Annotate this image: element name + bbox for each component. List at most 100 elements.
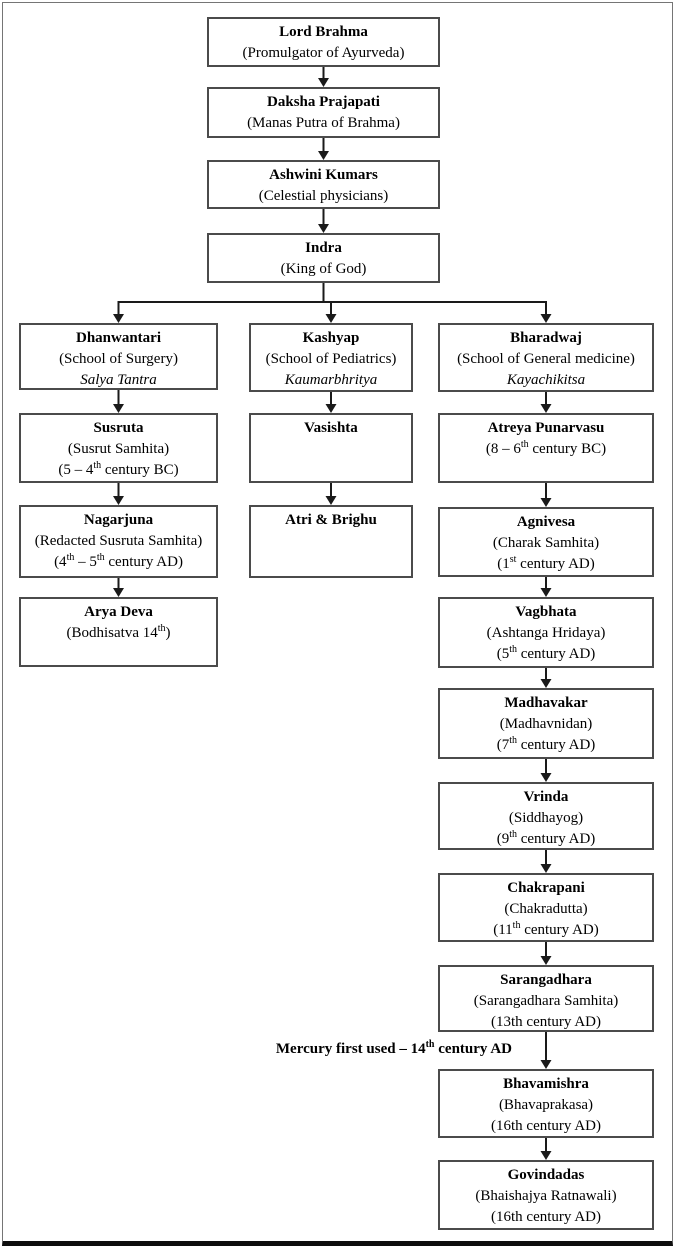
text-segment: Ashwini Kumars — [269, 167, 378, 183]
arrowhead-icon — [540, 679, 552, 688]
text-segment: Arya Deva — [84, 604, 153, 620]
node-subtitle: (Susrut Samhita) — [21, 439, 216, 460]
text-segment: century AD) — [520, 922, 599, 938]
node-nagarjuna: Nagarjuna (Redacted Susruta Samhita) (4th … — [19, 505, 218, 578]
text-segment: (Ashtanga Hridaya) — [486, 625, 606, 641]
node-title: Dhanwantari — [21, 328, 216, 349]
node-title: Madhavakar — [440, 693, 652, 714]
text-segment: Susruta — [93, 420, 144, 436]
text-segment: Chakrapani — [507, 880, 585, 896]
node-subtitle: (1st century AD) — [440, 554, 652, 575]
text-segment: (7 — [496, 737, 510, 753]
node-arya-deva: Arya Deva (Bodhisatva 14th) — [19, 597, 218, 667]
node-subtitle: (Bhaishajya Ratnawali) — [440, 1186, 652, 1207]
node-subtitle: (11th century AD) — [440, 920, 652, 941]
text-segment: century AD) — [516, 646, 596, 662]
node-title: Lord Brahma — [209, 22, 438, 43]
text-segment: (Madhavnidan) — [499, 716, 593, 732]
node-chakrapani: Chakrapani (Chakradutta) (11th century AD) — [438, 873, 654, 942]
ordinal-superscript: th — [157, 623, 166, 634]
text-segment: Vasishta — [304, 420, 358, 436]
arrowhead-icon — [540, 773, 552, 782]
text-segment: Kaumarbhritya — [284, 372, 378, 388]
node-title: Nagarjuna — [21, 510, 216, 531]
arrowhead-icon — [540, 498, 552, 507]
node-title: Atri & Brighu — [251, 510, 411, 531]
node-subtitle: (16th century AD) — [440, 1207, 652, 1228]
text-segment: Dhanwantari — [75, 330, 161, 346]
text-segment: (King of God) — [280, 261, 367, 277]
arrowhead-icon — [318, 224, 329, 233]
node-atreya-punarvasu: Atreya Punarvasu (8 – 6th century BC) — [438, 413, 654, 483]
node-ashwini-kumars: Ashwini Kumars(Celestial physicians) — [207, 160, 440, 209]
node-subtitle: (Chakradutta) — [440, 899, 652, 920]
text-segment: Govindadas — [507, 1167, 585, 1183]
node-dhanwantari: Dhanwantari (School of Surgery) Salya Tant… — [19, 323, 218, 390]
text-segment: (Susrut Samhita) — [67, 441, 170, 457]
text-segment: (Bodhisatva 14 — [66, 625, 158, 641]
ordinal-superscript: th — [509, 829, 517, 840]
ordinal-superscript: th — [66, 552, 75, 563]
arrowhead-icon — [325, 496, 337, 505]
ordinal-superscript: th — [520, 439, 529, 450]
text-segment: (Charak Samhita) — [492, 535, 600, 551]
text-segment: Atreya Punarvasu — [487, 420, 605, 436]
text-segment: Sarangadhara — [500, 972, 592, 988]
text-segment: (Redacted Susruta Samhita) — [34, 533, 203, 549]
node-subtitle: (8 – 6th century BC) — [440, 439, 652, 460]
text-segment: (1 — [497, 556, 510, 572]
node-subtitle: (Manas Putra of Brahma) — [209, 113, 438, 134]
node-govindadas: Govindadas (Bhaishajya Ratnawali)(16th ce… — [438, 1160, 654, 1230]
text-segment: (16th century AD) — [491, 1118, 601, 1134]
text-segment: (Siddhayog) — [508, 810, 584, 826]
text-segment: (School of Surgery) — [59, 351, 178, 367]
arrowhead-icon — [325, 314, 337, 323]
arrowhead-icon — [540, 1151, 552, 1160]
node-subtitle: (Bhavaprakasa) — [440, 1095, 652, 1116]
text-segment: (13th century AD) — [491, 1014, 601, 1030]
node-subtitle: (Bodhisatva 14th) — [21, 623, 216, 644]
ordinal-superscript: th — [96, 552, 105, 563]
node-indra: Indra (King of God) — [207, 233, 440, 283]
text-segment: century AD — [434, 1041, 512, 1057]
text-segment: (Chakradutta) — [504, 901, 588, 917]
node-madhavakar: Madhavakar(Madhavnidan)(7th century AD) — [438, 688, 654, 759]
node-subtitle: (Siddhayog) — [440, 808, 652, 829]
node-title: Agnivesa — [440, 512, 652, 533]
node-title: Chakrapani — [440, 878, 652, 899]
arrowhead-icon — [318, 151, 329, 160]
ordinal-superscript: th — [509, 644, 517, 655]
node-subtitle: (King of God) — [209, 259, 438, 280]
node-daksha-prajapati: Daksha Prajapati(Manas Putra of Brahma) — [207, 87, 440, 138]
node-title: Arya Deva — [21, 602, 216, 623]
node-subtitle: (Ashtanga Hridaya) — [440, 623, 652, 644]
text-segment: (Promulgator of Ayurveda) — [242, 45, 405, 61]
ordinal-superscript: th — [425, 1039, 435, 1050]
text-segment: (9 — [496, 831, 510, 847]
ordinal-superscript: th — [509, 735, 517, 746]
node-subtitle: (5th century AD) — [440, 644, 652, 665]
text-segment: (Bhavaprakasa) — [498, 1097, 594, 1113]
node-kashyap: Kashyap(School of Pediatrics)Kaumarbhrit… — [249, 323, 413, 392]
node-sanskrit-name: Salya Tantra — [21, 370, 216, 391]
text-segment: (School of General medicine) — [457, 351, 635, 367]
text-segment: ) — [165, 625, 171, 641]
text-segment: century BC) — [528, 441, 607, 457]
node-subtitle: (Redacted Susruta Samhita) — [21, 531, 216, 552]
node-subtitle: (Promulgator of Ayurveda) — [209, 43, 438, 64]
text-segment: Lord Brahma — [279, 24, 368, 40]
node-title: Bhavamishra — [440, 1074, 652, 1095]
node-susruta: Susruta(Susrut Samhita)(5 – 4th century … — [19, 413, 218, 483]
node-subtitle: (16th century AD) — [440, 1116, 652, 1137]
node-title: Vrinda — [440, 787, 652, 808]
node-title: Ashwini Kumars — [209, 165, 438, 186]
node-bharadwaj: Bharadwaj(School of General medicine)Kay… — [438, 323, 654, 392]
node-title: Indra — [209, 238, 438, 259]
arrowhead-icon — [113, 314, 124, 323]
text-segment: Bhavamishra — [503, 1076, 589, 1092]
node-title: Sarangadhara — [440, 970, 652, 991]
text-segment: (Sarangadhara Samhita) — [473, 993, 619, 1009]
node-title: Vasishta — [251, 418, 411, 439]
arrowhead-icon — [540, 314, 552, 323]
node-subtitle: (4th – 5th century AD) — [21, 552, 216, 573]
